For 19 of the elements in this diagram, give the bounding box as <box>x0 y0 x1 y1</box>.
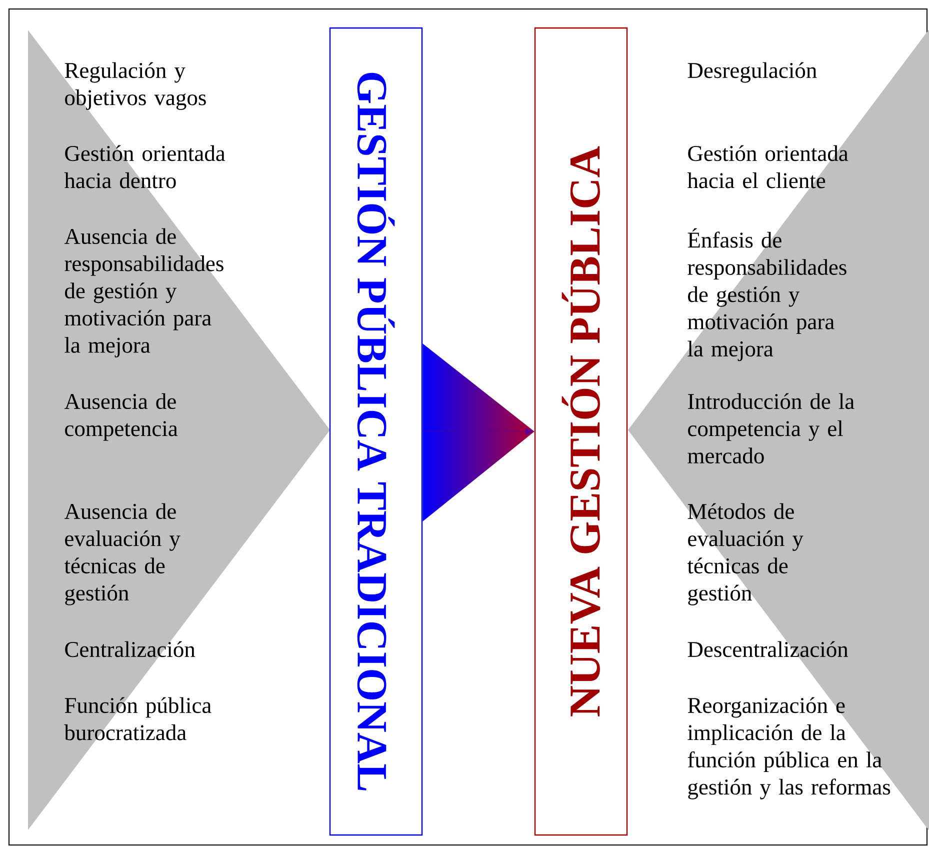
list-item: Ausencia de competencia <box>64 393 178 441</box>
list-item: Centralización <box>65 641 196 658</box>
list-item: Función pública burocratizada <box>64 697 212 740</box>
list-item: Regulación y objetivos vagos <box>64 62 206 110</box>
chevron-shape <box>628 28 929 832</box>
list-item: Desregulación <box>688 62 817 83</box>
list-item: Descentralización <box>688 641 848 658</box>
list-item: Métodos de evaluación y técnicas de gestión <box>687 503 804 606</box>
list-item: Gestión orientada hacia dentro <box>64 145 226 188</box>
list-item: Gestión orientada hacia el cliente <box>687 145 848 188</box>
list-item: Reorganización e implicación de la función pública en la gestión y las reformas <box>688 697 890 800</box>
list-item: Ausencia de evaluación y técnicas de gestión <box>64 503 180 606</box>
list-item: Introducción de la competencia y el mercado <box>688 393 854 464</box>
list-item: Ausencia de responsabilidades de gestión y motivación para la mejora <box>64 228 224 358</box>
list-item: Énfasis de responsabilidades de gestión y motivación para la mejora <box>688 228 846 362</box>
arrow <box>422 428 534 435</box>
vertical-title-box: GESTIÓN PÚBLICA TRADICIONAL <box>329 27 423 836</box>
chevron-shape <box>28 30 330 830</box>
vertical-title-box: NUEVA GESTIÓN PÚBLICA <box>534 27 628 836</box>
